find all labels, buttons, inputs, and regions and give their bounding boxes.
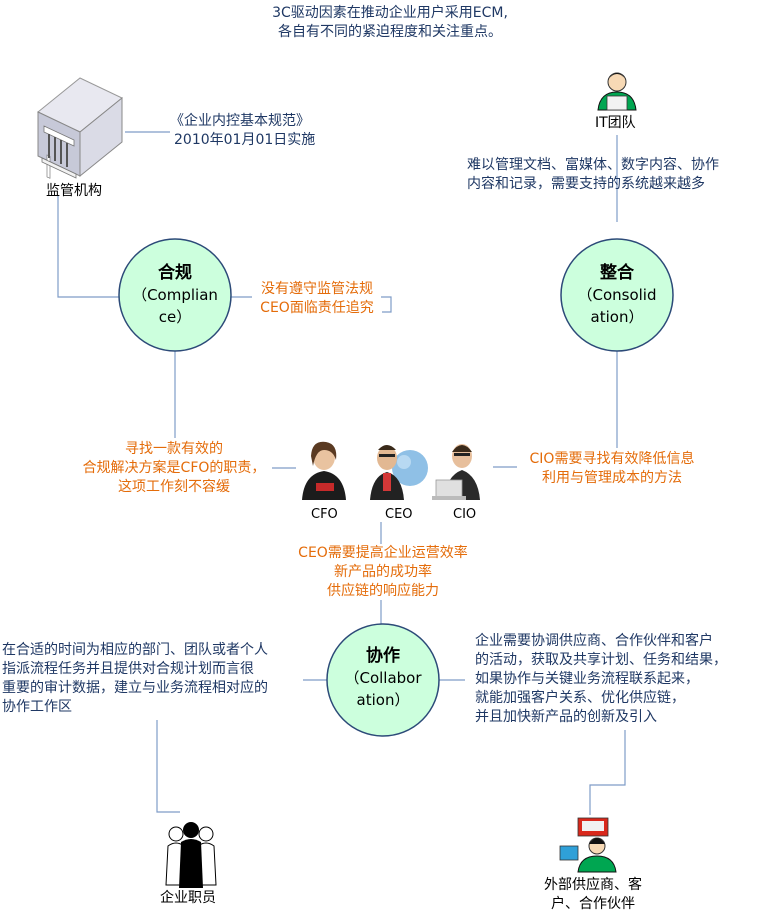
compliance-note-line-2: CEO面临责任追究	[260, 300, 374, 316]
partners-person-icon	[559, 817, 617, 873]
collaboration-label: 协作 （Collabor ation）	[327, 645, 439, 711]
regulator-label: 监管机构	[46, 183, 102, 199]
ceo-note-line-3: 供应链的响应能力	[327, 583, 439, 599]
header-line-2: 各自有不同的紧迫程度和关注重点。	[278, 24, 502, 40]
cio-label: CIO	[453, 507, 477, 522]
connector-employee-note-people	[156, 720, 180, 813]
employees-label: 企业职员	[160, 890, 216, 906]
partners-label: 外部供应商、客 户、合作伙伴	[528, 876, 658, 914]
partners-label-line-1: 外部供应商、客	[544, 877, 642, 893]
ceo-note-line-1: CEO需要提高企业运营效率	[298, 545, 468, 561]
consolidation-line-3: ation）	[590, 308, 644, 326]
it-team-note-line-2: 内容和记录，需要支持的系统越来越多	[467, 176, 705, 192]
regulator-note-line-2: 2010年01月01日实施	[174, 132, 316, 148]
it-team-note: 难以管理文档、富媒体、数字内容、协作 内容和记录，需要支持的系统越来越多	[467, 156, 719, 194]
cio-note-line-1: CIO需要寻找有效降低信息	[529, 451, 695, 467]
cio-photo-icon	[432, 444, 480, 500]
ceo-note-line-2: 新产品的成功率	[334, 564, 432, 580]
employee-note-line-2: 指派流程任务并且提供对合规计划而言很	[2, 661, 254, 677]
cfo-photo-icon	[296, 440, 360, 500]
collaboration-line-3: ation）	[356, 691, 410, 709]
employee-note-line-3: 重要的审计数据，建立与业务流程相对应的	[2, 680, 268, 696]
consolidation-title: 整合	[600, 263, 634, 283]
cfo-label: CFO	[311, 507, 338, 522]
partner-note-line-4: 就能加强客户关系、优化供应链，	[475, 690, 685, 706]
it-team-label: IT团队	[595, 115, 636, 131]
partner-note-line-2: 的活动，获取及共享计划、任务和结果，	[475, 652, 727, 668]
header-line-1: 3C驱动因素在推动企业用户采用ECM,	[272, 5, 508, 21]
connector-regulator-compliance	[57, 195, 120, 298]
cfo-note: 寻找一款有效的 合规解决方案是CFO的职责， 这项工作刻不容缓	[76, 440, 272, 497]
connector-note-bracket	[381, 296, 392, 313]
collaboration-circle	[326, 623, 440, 737]
collaboration-line-2: （Collabor	[344, 669, 422, 687]
compliance-line-2: （Complian	[132, 286, 218, 304]
cfo-note-line-3: 这项工作刻不容缓	[118, 479, 230, 495]
partners-label-line-2: 户、合作伙伴	[551, 896, 635, 912]
regulator-note: 《企业内控基本规范》 2010年01月01日实施	[170, 112, 315, 150]
compliance-circle	[118, 238, 232, 352]
cfo-note-line-1: 寻找一款有效的	[125, 441, 223, 457]
partner-note-line-5: 并且加快新产品的创新及引入	[475, 709, 657, 725]
cio-note-line-2: 利用与管理成本的方法	[542, 470, 682, 486]
compliance-label: 合规 （Complian ce）	[119, 262, 231, 328]
compliance-line-3: ce）	[158, 308, 192, 326]
employees-group-icon	[165, 822, 217, 888]
compliance-note-line-1: 没有遵守监管法规	[261, 281, 373, 297]
employee-note-line-4: 协作工作区	[2, 699, 72, 715]
regulator-building-icon	[37, 77, 123, 179]
cfo-note-line-2: 合规解决方案是CFO的职责，	[82, 460, 266, 476]
compliance-title: 合规	[158, 263, 192, 283]
compliance-note: 没有遵守监管法规 CEO面临责任追究	[252, 280, 382, 318]
it-person-icon	[597, 72, 637, 111]
cio-note: CIO需要寻找有效降低信息 利用与管理成本的方法	[517, 450, 707, 488]
it-team-note-line-1: 难以管理文档、富媒体、数字内容、协作	[467, 157, 719, 173]
consolidation-circle	[560, 238, 674, 352]
regulator-note-line-1: 《企业内控基本规范》	[170, 113, 310, 129]
consolidation-line-2: （Consolid	[577, 286, 657, 304]
collaboration-title: 协作	[366, 646, 400, 666]
employee-note: 在合适的时间为相应的部门、团队或者个人 指派流程任务并且提供对合规计划而言很 重…	[2, 641, 268, 717]
ceo-photo-icon	[370, 445, 428, 500]
partner-note-line-3: 如果协作与关键业务流程联系起来，	[475, 671, 699, 687]
connector-partner-note-people	[589, 730, 626, 815]
consolidation-label: 整合 （Consolid ation）	[561, 262, 673, 328]
partner-note: 企业需要协调供应商、合作伙伴和客户 的活动，获取及共享计划、任务和结果， 如果协…	[475, 632, 727, 727]
employee-note-line-1: 在合适的时间为相应的部门、团队或者个人	[2, 642, 268, 658]
ceo-label: CEO	[385, 507, 413, 522]
ceo-note: CEO需要提高企业运营效率 新产品的成功率 供应链的响应能力	[288, 544, 478, 601]
diagram-header: 3C驱动因素在推动企业用户采用ECM, 各自有不同的紧迫程度和关注重点。	[260, 4, 520, 42]
partner-note-line-1: 企业需要协调供应商、合作伙伴和客户	[475, 633, 713, 649]
